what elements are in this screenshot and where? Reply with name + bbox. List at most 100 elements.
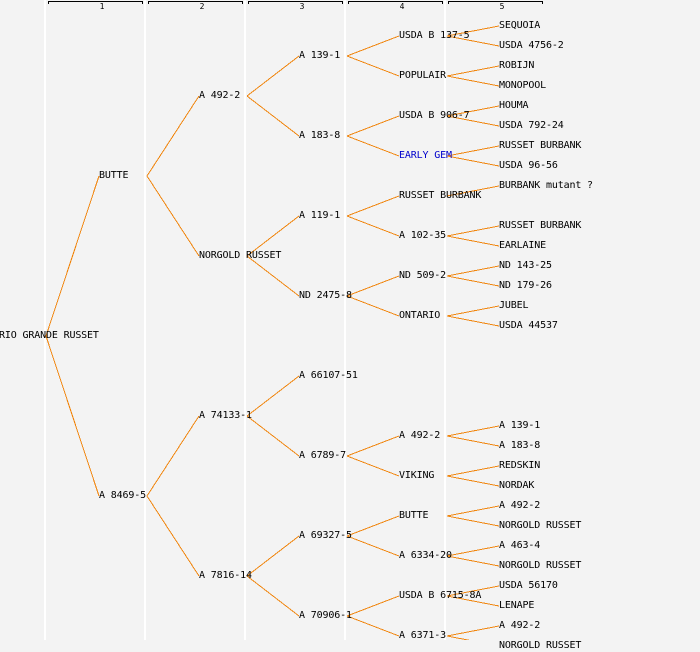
pedigree-node[interactable]: MONOPOOL	[499, 80, 546, 91]
pedigree-node[interactable]: A 6789-7	[299, 450, 346, 461]
pedigree-node[interactable]: A 8469-5	[99, 490, 146, 501]
pedigree-node[interactable]: BUTTE	[99, 170, 129, 181]
pedigree-node[interactable]: ND 2475-8	[299, 290, 352, 301]
pedigree-node[interactable]: A 7816-14	[199, 570, 252, 581]
pedigree-edge	[446, 115, 500, 127]
pedigree-node[interactable]: USDA B 6715-8A	[399, 590, 482, 601]
pedigree-node[interactable]: A 74133-1	[199, 410, 252, 421]
column-divider	[144, 0, 146, 640]
pedigree-node[interactable]: NORGOLD RUSSET	[499, 640, 582, 651]
pedigree-node[interactable]: A 70906-1	[299, 610, 352, 621]
pedigree-edge	[346, 435, 400, 457]
pedigree-node[interactable]: A 492-2	[399, 430, 441, 441]
pedigree-node[interactable]: SEQUOIA	[499, 20, 541, 31]
pedigree-node[interactable]: RUSSET BURBANK	[499, 140, 582, 151]
pedigree-edge	[446, 75, 500, 87]
pedigree-edge	[45, 335, 100, 497]
pedigree-node[interactable]: A 183-8	[499, 440, 541, 451]
pedigree-edge	[446, 475, 500, 487]
pedigree-node[interactable]: JUBEL	[499, 300, 529, 311]
pedigree-node[interactable]: BUTTE	[399, 510, 429, 521]
pedigree-node[interactable]: HOUMA	[499, 100, 529, 111]
generation-bracket-4	[348, 1, 443, 4]
pedigree-node[interactable]: NORGOLD RUSSET	[499, 520, 582, 531]
pedigree-edge	[346, 455, 400, 477]
pedigree-node[interactable]: ROBIJN	[499, 60, 535, 71]
pedigree-edge	[246, 375, 300, 417]
pedigree-node[interactable]: A 102-35	[399, 230, 446, 241]
pedigree-node[interactable]: ONTARIO	[399, 310, 441, 321]
pedigree-edge	[246, 55, 300, 97]
pedigree-edge	[446, 515, 500, 527]
pedigree-node[interactable]: USDA 4756-2	[499, 40, 564, 51]
pedigree-edge	[446, 65, 500, 77]
pedigree-node[interactable]: A 119-1	[299, 210, 341, 221]
column-divider	[244, 0, 246, 640]
pedigree-node[interactable]: ND 179-26	[499, 280, 552, 291]
generation-label-4: 4	[399, 2, 405, 11]
pedigree-edge	[446, 545, 500, 557]
generation-bracket-2	[148, 1, 243, 4]
pedigree-node[interactable]: A 183-8	[299, 130, 341, 141]
pedigree-edge	[346, 115, 400, 137]
pedigree-edge	[346, 275, 400, 297]
pedigree-edge	[246, 415, 300, 457]
pedigree-node[interactable]: A 139-1	[499, 420, 541, 431]
pedigree-node[interactable]: RIO GRANDE RUSSET	[0, 330, 99, 341]
pedigree-edge	[346, 595, 400, 617]
generation-bracket-5	[448, 1, 543, 4]
pedigree-node[interactable]: RUSSET BURBANK	[499, 220, 582, 231]
pedigree-node[interactable]: BURBANK mutant ?	[499, 180, 593, 191]
pedigree-node[interactable]: A 492-2	[199, 90, 241, 101]
pedigree-edge	[446, 555, 500, 567]
pedigree-edge	[446, 225, 500, 237]
pedigree-edge	[346, 515, 400, 537]
pedigree-node[interactable]: USDA 44537	[499, 320, 558, 331]
pedigree-edge	[346, 195, 400, 217]
generation-label-1: 1	[99, 2, 105, 11]
pedigree-node[interactable]: A 6334-20	[399, 550, 452, 561]
pedigree-edge	[346, 35, 400, 57]
pedigree-node[interactable]: ND 509-2	[399, 270, 446, 281]
pedigree-node[interactable]: NORGOLD RUSSET	[499, 560, 582, 571]
column-divider	[44, 0, 46, 640]
pedigree-edge	[346, 295, 400, 317]
pedigree-node[interactable]: POPULAIR	[399, 70, 446, 81]
pedigree-edge	[446, 425, 500, 437]
pedigree-node[interactable]: EARLAINE	[499, 240, 546, 251]
pedigree-edge	[446, 625, 500, 637]
pedigree-node[interactable]: NORGOLD RUSSET	[199, 250, 282, 261]
pedigree-node[interactable]: USDA 56170	[499, 580, 558, 591]
pedigree-node[interactable]: A 6371-3	[399, 630, 446, 641]
pedigree-node[interactable]: A 69327-5	[299, 530, 352, 541]
pedigree-edge	[346, 135, 400, 157]
pedigree-node[interactable]: LENAPE	[499, 600, 535, 611]
pedigree-edge	[446, 635, 471, 640]
pedigree-node[interactable]: ND 143-25	[499, 260, 552, 271]
pedigree-node[interactable]: REDSKIN	[499, 460, 541, 471]
pedigree-node[interactable]: A 139-1	[299, 50, 341, 61]
pedigree-node[interactable]: VIKING	[399, 470, 435, 481]
pedigree-edge	[246, 575, 300, 617]
pedigree-node[interactable]: RUSSET BURBANK	[399, 190, 482, 201]
pedigree-edge	[446, 305, 500, 317]
pedigree-node[interactable]: USDA B 906-7	[399, 110, 470, 121]
pedigree-node[interactable]: A 66107-51	[299, 370, 358, 381]
pedigree-node[interactable]: NORDAK	[499, 480, 535, 491]
pedigree-node[interactable]: USDA 792-24	[499, 120, 564, 131]
pedigree-edge	[146, 95, 200, 177]
pedigree-node[interactable]: USDA B 137-5	[399, 30, 470, 41]
pedigree-edge	[446, 275, 500, 287]
pedigree-edge	[146, 415, 200, 497]
pedigree-node[interactable]: A 492-2	[499, 500, 541, 511]
pedigree-node[interactable]: A 463-4	[499, 540, 541, 551]
pedigree-edge	[346, 215, 400, 237]
generation-bracket-3	[248, 1, 343, 4]
pedigree-edge	[446, 155, 500, 167]
pedigree-node[interactable]: A 492-2	[499, 620, 541, 631]
pedigree-edge	[446, 35, 500, 47]
pedigree-node[interactable]: EARLY GEM	[399, 150, 452, 161]
pedigree-node[interactable]: USDA 96-56	[499, 160, 558, 171]
